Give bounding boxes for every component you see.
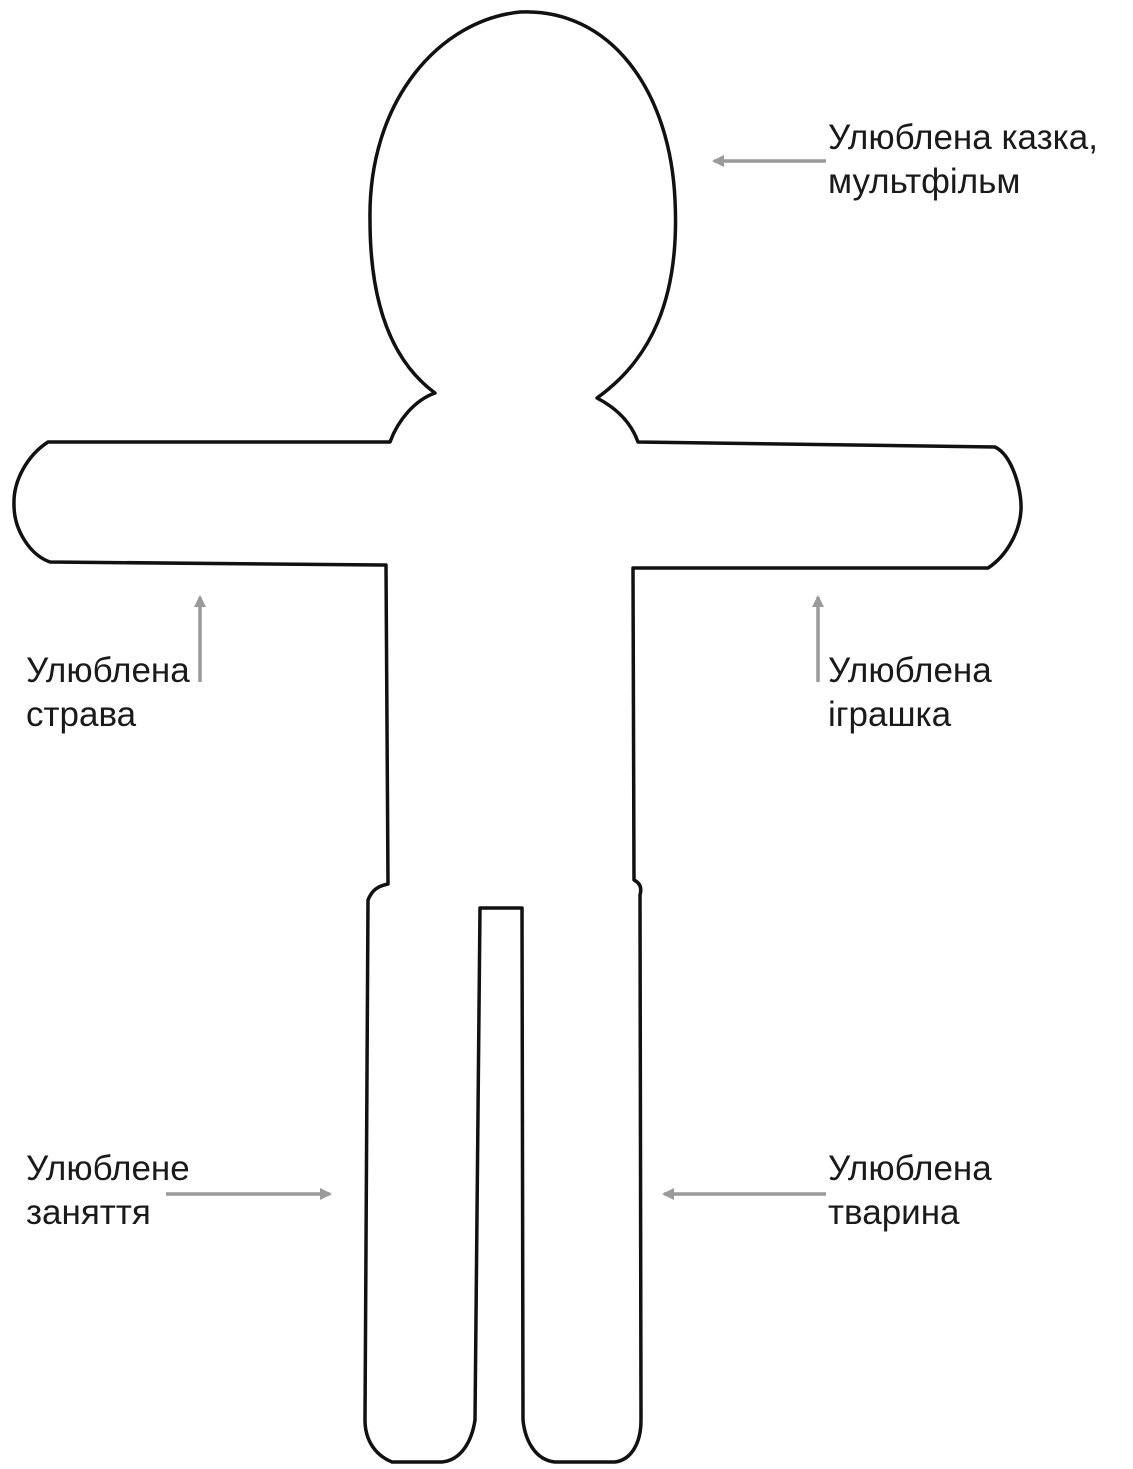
body-outline [12,10,1023,1464]
label-left-leg-line1: Улюблене [26,1149,190,1188]
label-right-arm-line2: іграшка [828,695,952,734]
label-head-line2: мультфільм [828,162,1021,201]
label-favorite-fairytale-cartoon: Улюблена казка, мультфільм [828,116,1098,204]
label-right-arm-line1: Улюблена [828,651,992,690]
label-head-line1: Улюблена казка, [828,118,1098,157]
label-favorite-dish: Улюблена страва [26,649,190,737]
label-right-leg-line2: тварина [828,1193,960,1232]
label-favorite-activity: Улюблене заняття [26,1147,190,1235]
label-left-arm-line1: Улюблена [26,651,190,690]
label-favorite-toy: Улюблена іграшка [828,649,992,737]
label-favorite-animal: Улюблена тварина [828,1147,992,1235]
label-left-leg-line2: заняття [26,1193,151,1232]
label-left-arm-line2: страва [26,695,137,734]
label-right-leg-line1: Улюблена [828,1149,992,1188]
